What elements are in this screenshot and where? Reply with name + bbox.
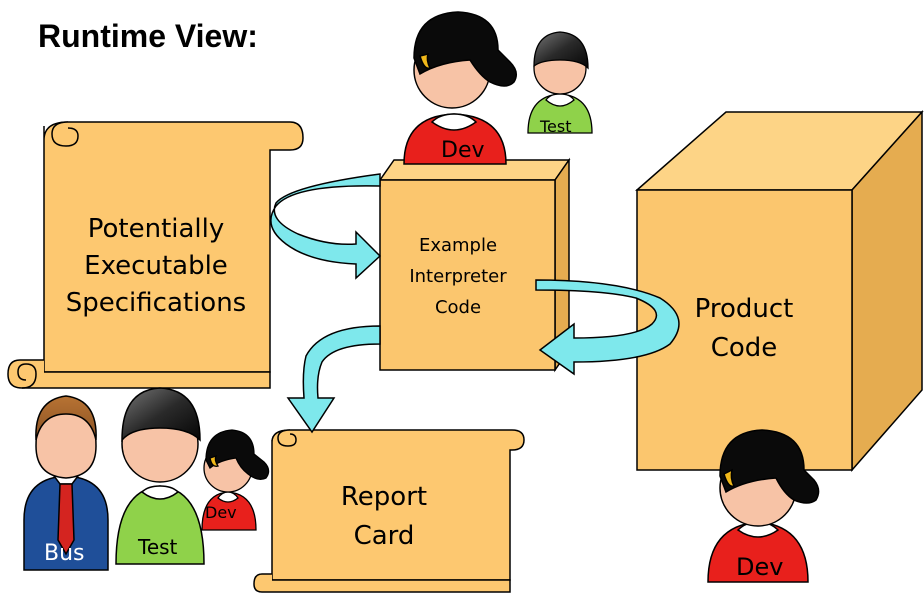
- product-dev-person: [707, 429, 820, 583]
- product-label-1: Product: [695, 294, 794, 324]
- arrow-interpreter-to-report-card: [286, 325, 381, 434]
- interpreter-label-1: Example: [419, 235, 497, 256]
- page-title: Runtime View:: [38, 18, 258, 54]
- arrow-specifications-to-interpreter: [270, 173, 382, 280]
- top-dev-person: [403, 11, 517, 165]
- bottom-dev-label: Dev: [205, 503, 237, 522]
- report-card-label-1: Report: [341, 482, 427, 512]
- top-test-label: Test: [539, 117, 572, 136]
- product-dev-label: Dev: [736, 553, 783, 581]
- specifications-label-3: Specifications: [66, 288, 246, 318]
- specifications-label-2: Executable: [84, 251, 228, 281]
- specifications-scroll: [7, 121, 304, 389]
- report-card-label-2: Card: [354, 521, 415, 551]
- top-test-person: [527, 31, 593, 134]
- bottom-test-label: Test: [137, 535, 178, 559]
- arrow-interpreter-to-product: [535, 279, 680, 376]
- product-label-2: Code: [711, 333, 778, 363]
- report-card-scroll: [253, 429, 525, 593]
- interpreter-label-3: Code: [435, 297, 481, 318]
- bottom-dev-person: [201, 429, 270, 531]
- bus-person: [23, 395, 109, 571]
- bottom-test-person: [115, 387, 205, 565]
- interpreter-label-2: Interpreter: [409, 266, 507, 287]
- product-code-box: [635, 110, 924, 472]
- specifications-label-1: Potentially: [88, 214, 225, 244]
- bus-label: Bus: [44, 541, 85, 566]
- interpreter-code-box: [378, 157, 571, 373]
- top-dev-label: Dev: [441, 138, 485, 163]
